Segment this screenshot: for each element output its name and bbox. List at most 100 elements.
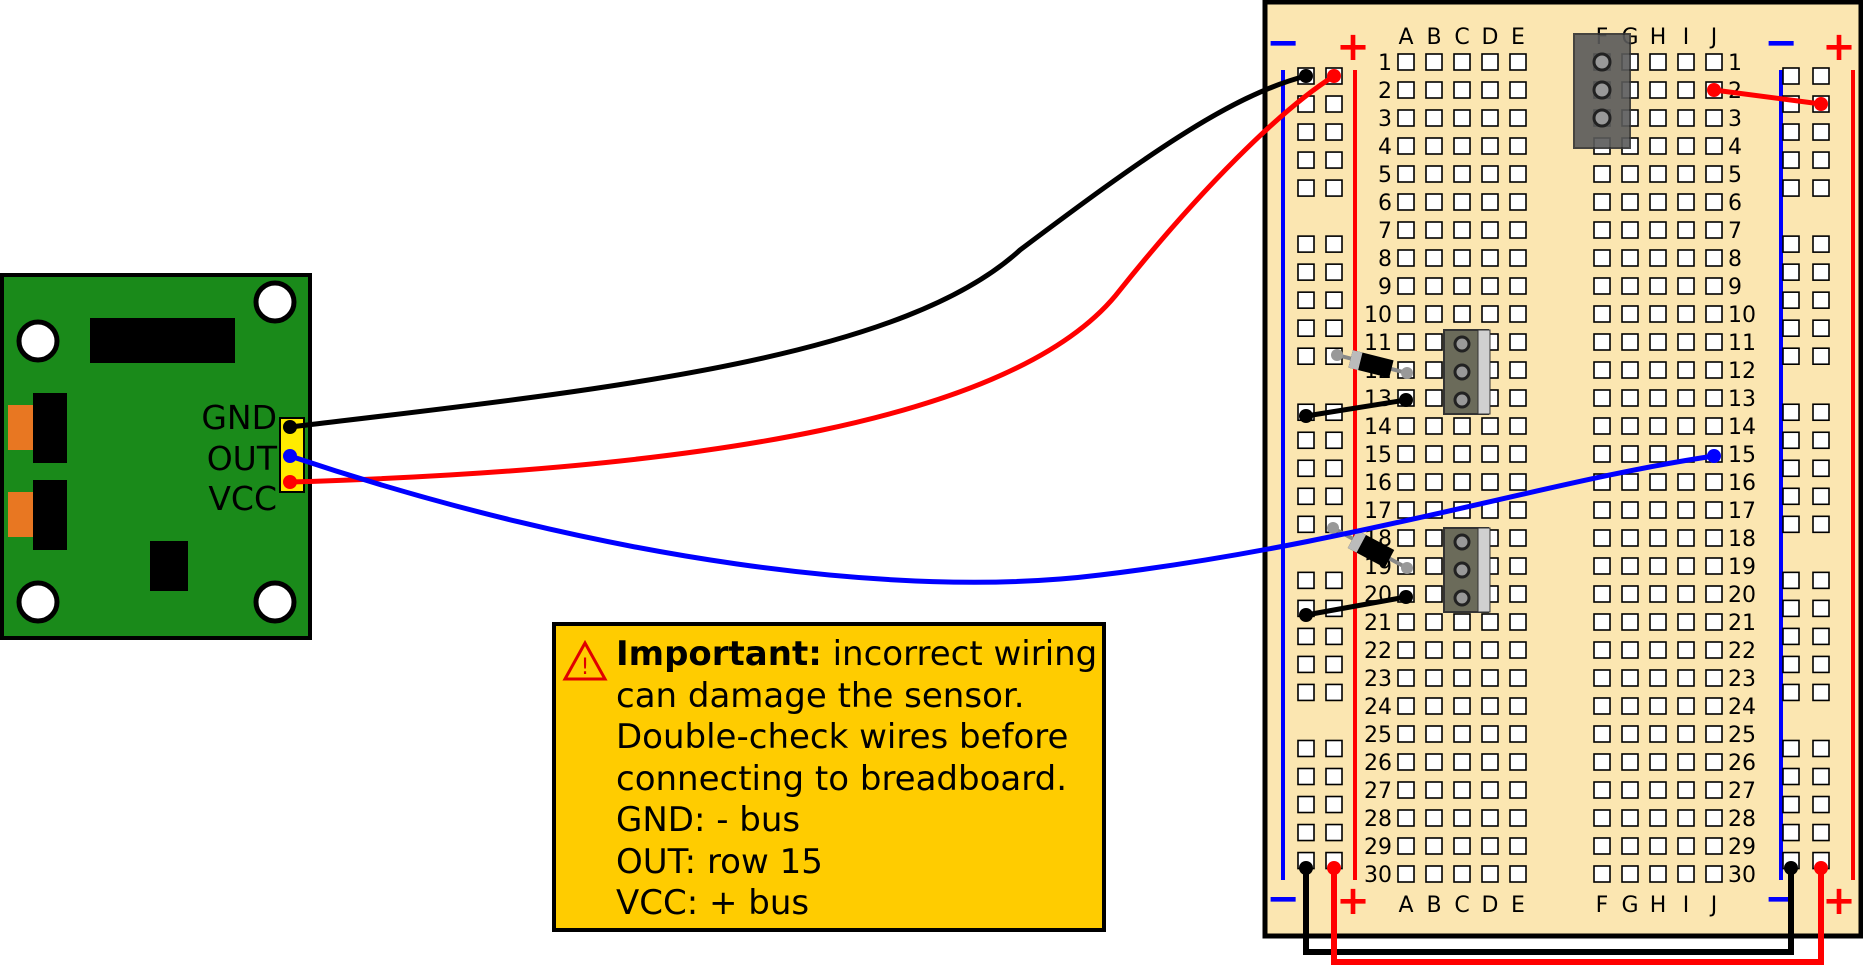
row-number-right: 19 bbox=[1728, 555, 1756, 580]
row-number-right: 29 bbox=[1728, 835, 1756, 860]
breadboard-hole bbox=[1677, 361, 1695, 379]
breadboard-hole bbox=[1593, 669, 1611, 687]
breadboard-hole bbox=[1677, 417, 1695, 435]
rail-hole bbox=[1782, 403, 1800, 422]
row-number-left: 3 bbox=[1378, 107, 1392, 132]
breadboard-hole bbox=[1509, 613, 1527, 631]
row-number-left: 8 bbox=[1378, 247, 1392, 272]
breadboard-hole bbox=[1677, 781, 1695, 799]
rail-hole bbox=[1297, 431, 1315, 450]
breadboard-hole bbox=[1425, 249, 1443, 267]
breadboard-hole bbox=[1425, 473, 1443, 491]
breadboard-hole bbox=[1621, 865, 1639, 883]
warning-line-1: Important: incorrect wiring bbox=[616, 634, 1097, 676]
rail-hole bbox=[1812, 179, 1830, 197]
breadboard-hole bbox=[1593, 333, 1611, 351]
breadboard-hole bbox=[1481, 305, 1499, 323]
breadboard-hole bbox=[1677, 669, 1695, 687]
breadboard-hole bbox=[1677, 193, 1695, 211]
breadboard-hole bbox=[1453, 417, 1471, 435]
breadboard-hole bbox=[1705, 809, 1723, 827]
rail-hole bbox=[1812, 67, 1830, 85]
breadboard-hole bbox=[1481, 725, 1499, 743]
mounting-hole-bl bbox=[16, 580, 60, 624]
breadboard-hole bbox=[1453, 445, 1471, 463]
row-number-right: 14 bbox=[1728, 415, 1756, 440]
breadboard-hole bbox=[1593, 781, 1611, 799]
breadboard-hole bbox=[1593, 361, 1611, 379]
breadboard-hole bbox=[1481, 613, 1499, 631]
jumper-wire-j2-plus-rail bbox=[1707, 83, 1828, 111]
row-number-right: 3 bbox=[1728, 107, 1742, 132]
pin-label-out: OUT bbox=[207, 439, 278, 478]
breadboard-hole bbox=[1649, 137, 1667, 155]
breadboard-hole bbox=[1621, 193, 1639, 211]
mounting-hole-br bbox=[253, 580, 297, 624]
breadboard-hole bbox=[1649, 305, 1667, 323]
breadboard-hole bbox=[1397, 529, 1415, 547]
row-number-right: 4 bbox=[1728, 135, 1742, 160]
rail-hole bbox=[1812, 823, 1830, 842]
row-number-right: 7 bbox=[1728, 219, 1742, 244]
sensor-chip bbox=[90, 318, 235, 363]
rail-hole bbox=[1812, 627, 1830, 646]
breadboard-hole bbox=[1509, 529, 1527, 547]
breadboard-hole bbox=[1509, 837, 1527, 855]
row-number-left: 4 bbox=[1378, 135, 1392, 160]
breadboard-hole bbox=[1509, 753, 1527, 771]
breadboard-hole bbox=[1649, 585, 1667, 603]
breadboard-hole bbox=[1705, 669, 1723, 687]
breadboard-hole bbox=[1425, 333, 1443, 351]
breadboard-hole bbox=[1481, 697, 1499, 715]
breadboard-hole bbox=[1509, 781, 1527, 799]
sensor-component-2-pad bbox=[8, 492, 33, 537]
breadboard-hole bbox=[1481, 641, 1499, 659]
row-number-right: 20 bbox=[1728, 583, 1756, 608]
bus-bridge-vcc-wire bbox=[1327, 861, 1828, 965]
breadboard-hole bbox=[1621, 473, 1639, 491]
breadboard-hole bbox=[1677, 53, 1695, 71]
breadboard-hole bbox=[1677, 585, 1695, 603]
breadboard-hole bbox=[1425, 165, 1443, 183]
breadboard-hole bbox=[1425, 781, 1443, 799]
rail-hole bbox=[1782, 599, 1800, 618]
rail-hole bbox=[1325, 235, 1343, 253]
breadboard-hole bbox=[1649, 417, 1667, 435]
breadboard-hole bbox=[1425, 361, 1443, 379]
breadboard-hole bbox=[1621, 641, 1639, 659]
row-number-right: 5 bbox=[1728, 163, 1742, 188]
breadboard-hole bbox=[1621, 753, 1639, 771]
breadboard-hole bbox=[1425, 529, 1443, 547]
rail-hole bbox=[1325, 655, 1343, 674]
breadboard-hole bbox=[1509, 165, 1527, 183]
rail-hole bbox=[1325, 571, 1343, 590]
breadboard-hole bbox=[1621, 585, 1639, 603]
rail-hole bbox=[1297, 487, 1315, 506]
breadboard-hole bbox=[1593, 557, 1611, 575]
breadboard-hole bbox=[1509, 53, 1527, 71]
breadboard-hole bbox=[1621, 277, 1639, 295]
row-number-right: 18 bbox=[1728, 527, 1756, 552]
rail-hole bbox=[1297, 235, 1315, 253]
row-number-right: 10 bbox=[1728, 303, 1756, 328]
warning-text-0: incorrect wiring bbox=[821, 634, 1098, 674]
breadboard-hole bbox=[1705, 697, 1723, 715]
breadboard-hole bbox=[1453, 277, 1471, 295]
breadboard-hole bbox=[1705, 137, 1723, 155]
row-number-left: 6 bbox=[1378, 191, 1392, 216]
rail-hole bbox=[1325, 431, 1343, 450]
mounting-hole-tl bbox=[16, 319, 60, 363]
breadboard-hole bbox=[1425, 641, 1443, 659]
breadboard-hole bbox=[1649, 221, 1667, 239]
breadboard-hole bbox=[1677, 725, 1695, 743]
warning-box: ! Important: incorrect wiring can damage… bbox=[552, 622, 1106, 932]
rail-hole bbox=[1812, 123, 1830, 141]
breadboard-hole bbox=[1397, 305, 1415, 323]
breadboard-hole bbox=[1677, 165, 1695, 183]
breadboard bbox=[1262, 0, 1863, 939]
row-number-left: 23 bbox=[1364, 667, 1392, 692]
rail-hole bbox=[1325, 823, 1343, 842]
breadboard-hole bbox=[1481, 53, 1499, 71]
rail-hole bbox=[1812, 319, 1830, 337]
warning-triangle-icon: ! bbox=[562, 640, 608, 681]
